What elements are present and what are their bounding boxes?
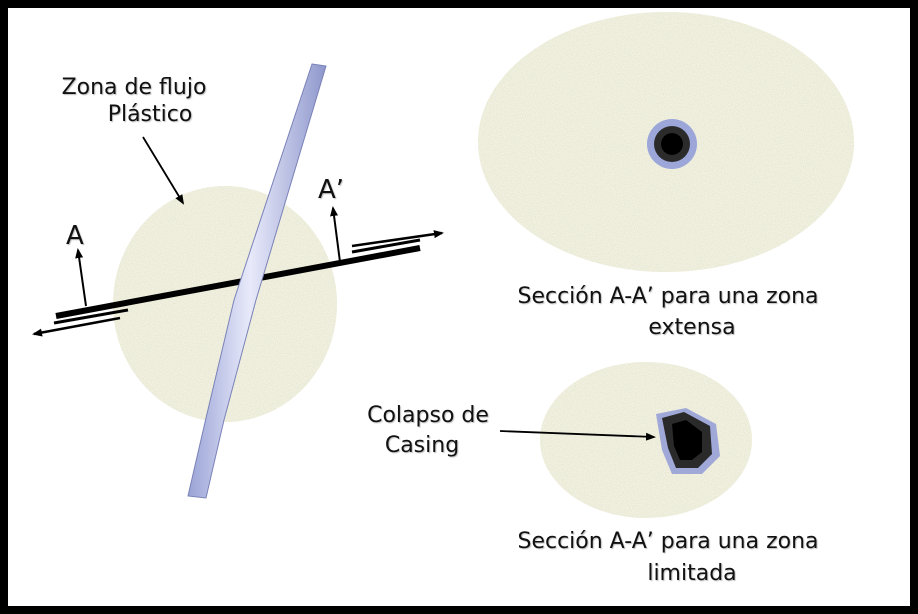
- label-a-prime: A’: [318, 175, 345, 205]
- section-extensa: [478, 12, 854, 272]
- view-arrow-a: [75, 248, 87, 307]
- casing-bore: [661, 133, 683, 155]
- seccion-limitada-line1: Sección A-A’ para una zona: [517, 529, 819, 554]
- zona-label-line1: Zona de flujo: [61, 75, 207, 100]
- section-offset-left: [53, 308, 129, 325]
- seccion-extensa-line2: extensa: [648, 315, 736, 340]
- section-limitada: [540, 362, 752, 518]
- direction-arrow-right: [351, 230, 444, 248]
- collapse-pointer-arrow: [499, 430, 656, 441]
- label-a: A: [66, 221, 84, 251]
- section-offset-right: [351, 238, 421, 254]
- colapso-label-line2: Casing: [384, 433, 460, 458]
- zone-pointer-arrow: [142, 136, 185, 205]
- colapso-label-line1: Colapso de: [367, 403, 489, 428]
- section-line: [55, 245, 421, 319]
- direction-arrow-left: [32, 316, 121, 337]
- plastic-flow-zone: [113, 186, 337, 422]
- view-arrow-a-prime: [330, 206, 341, 263]
- zona-label-line2: Plástico: [107, 102, 193, 127]
- seccion-limitada-line2: limitada: [647, 561, 737, 586]
- collapsed-casing-bore: [672, 420, 702, 460]
- casing-pipe: [187, 63, 327, 499]
- seccion-extensa-line1: Sección A-A’ para una zona: [517, 284, 819, 309]
